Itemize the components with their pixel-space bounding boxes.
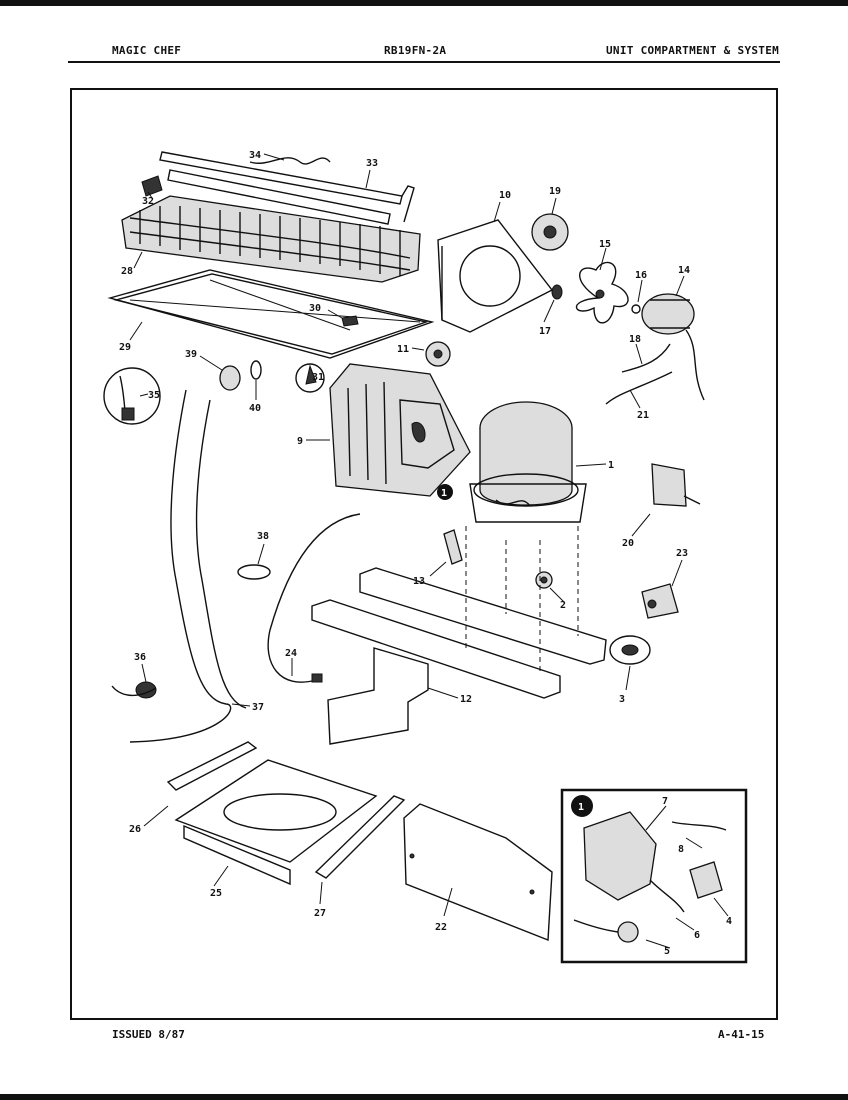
callout-34: 34	[249, 150, 261, 161]
callout-21: 21	[637, 410, 649, 421]
callout-3: 3	[619, 694, 625, 705]
callout-5: 5	[664, 946, 670, 957]
part-15-fan-blade	[575, 261, 629, 324]
callout-13: 13	[413, 576, 425, 587]
part-30-tab	[341, 315, 359, 327]
header-section-title: UNIT COMPARTMENT & SYSTEM	[606, 44, 780, 57]
part-28-condenser	[121, 195, 421, 283]
bottom-border-rule	[0, 1094, 848, 1100]
part-37-drain-tube	[129, 389, 247, 743]
callout-8: 8	[678, 844, 684, 855]
callout-2: 2	[560, 600, 566, 611]
callout-9: 9	[297, 436, 303, 447]
part-24-cord	[267, 513, 361, 683]
callout-10: 10	[499, 190, 511, 201]
part-19-grommet	[531, 213, 569, 251]
callout-37: 37	[252, 702, 264, 713]
part-26-bracket	[166, 741, 258, 791]
part-20-capacitor	[651, 463, 701, 507]
callout-26: 26	[129, 824, 141, 835]
callout-22: 22	[435, 922, 447, 933]
base-rails	[311, 567, 607, 699]
callout-20: 20	[622, 538, 634, 549]
callout-19: 19	[549, 186, 561, 197]
part-9-evaporator	[329, 363, 471, 497]
callout-7: 7	[662, 796, 668, 807]
callout-11: 11	[397, 344, 409, 355]
callout-14: 14	[678, 265, 690, 276]
diagram-frame	[70, 88, 778, 1020]
inset-detail-parts	[573, 811, 727, 943]
callout-30: 30	[309, 303, 321, 314]
part-25-drain-pan	[174, 759, 378, 886]
alignment-dashes	[465, 526, 579, 672]
header-rule	[68, 61, 780, 63]
svg-text:1: 1	[578, 802, 584, 813]
part-10-fan-shroud	[437, 219, 554, 333]
header-model-number: RB19FN-2A	[384, 44, 447, 57]
part-3-detail-circle	[609, 635, 651, 665]
part-16-washer	[631, 304, 641, 314]
leader-lines	[129, 153, 729, 949]
svg-text:1: 1	[441, 488, 447, 499]
callout-38: 38	[257, 531, 269, 542]
part-18-21-wiring	[605, 343, 673, 405]
callout-6: 6	[694, 930, 700, 941]
callout-25: 25	[210, 888, 222, 899]
part-35-detail-circle	[103, 367, 161, 425]
inset-detail-box	[560, 788, 748, 964]
part-29-plate	[107, 269, 435, 359]
callout-12: 12	[460, 694, 472, 705]
header-brand: MAGIC CHEF	[112, 44, 182, 57]
part-38-strap	[237, 564, 271, 580]
part-36-clamp	[111, 681, 157, 699]
callout-1: 1	[608, 460, 614, 471]
callout-17: 17	[539, 326, 551, 337]
part-33-rail	[159, 151, 415, 225]
marker-1-main: 1	[437, 484, 453, 500]
part-1-compressor	[469, 401, 587, 523]
footer-page-code: A-41-15	[718, 1028, 765, 1041]
part-23-relay	[641, 583, 679, 619]
part-13-drier	[443, 529, 463, 565]
callout-15: 15	[599, 239, 611, 250]
callout-4: 4	[726, 916, 732, 927]
part-39-bushing	[219, 365, 241, 391]
part-22-panel	[403, 803, 553, 942]
callout-24: 24	[285, 648, 297, 659]
callout-27: 27	[314, 908, 326, 919]
part-40-clip	[250, 360, 262, 380]
callout-labels: 34 33 32 28 10 19 15 16 14 29 30 17 11 3…	[119, 150, 732, 957]
footer-issued-date: ISSUED 8/87	[112, 1028, 185, 1041]
top-border-rule	[0, 0, 848, 6]
callout-31: 31	[312, 372, 324, 383]
part-2-mount-grommet	[535, 571, 553, 589]
callout-18: 18	[629, 334, 641, 345]
part-17-nut	[551, 284, 563, 300]
marker-1-inset: 1	[571, 795, 593, 817]
part-31-detail-circle	[295, 363, 325, 393]
callout-32: 32	[142, 196, 154, 207]
callout-28: 28	[121, 266, 133, 277]
callout-16: 16	[635, 270, 647, 281]
callout-33: 33	[366, 158, 378, 169]
callout-39: 39	[185, 349, 197, 360]
callout-35: 35	[148, 390, 160, 401]
part-14-fan-motor	[641, 293, 705, 401]
part-11-grommet	[425, 341, 451, 367]
part-27-rail	[314, 795, 406, 879]
callout-23: 23	[676, 548, 688, 559]
part-32-clip	[141, 175, 163, 197]
callout-40: 40	[249, 403, 261, 414]
callout-36: 36	[134, 652, 146, 663]
callout-29: 29	[119, 342, 131, 353]
part-12-bracket	[327, 647, 429, 745]
